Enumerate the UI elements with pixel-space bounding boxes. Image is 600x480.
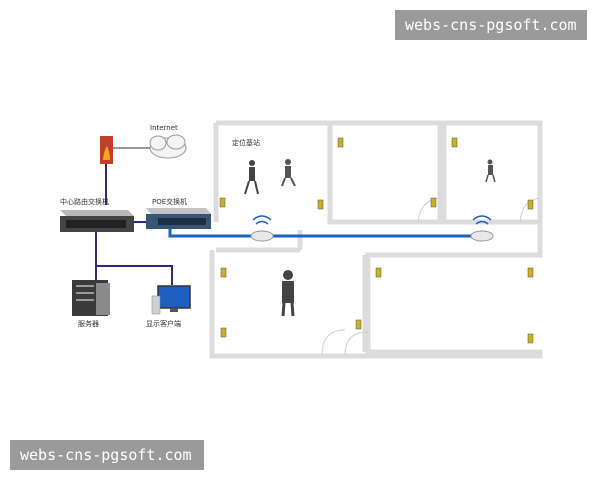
client-label: 显示客户端 <box>146 319 181 328</box>
server-icon <box>72 280 110 316</box>
core-switch-label: 中心路由交换机 <box>60 197 109 206</box>
watermark-bottom: webs-cns-pgsoft.com <box>10 440 204 470</box>
poe-switch-label: POE交换机 <box>152 197 187 206</box>
cloud-icon <box>149 134 187 159</box>
wired-links <box>95 232 173 285</box>
switch-icon <box>60 210 134 232</box>
network-link <box>168 229 484 238</box>
door-arcs <box>321 197 541 356</box>
monitor-icon <box>151 285 191 315</box>
person-icon <box>281 270 295 317</box>
access-point-icon <box>250 215 274 242</box>
poe-switch-icon <box>146 208 211 229</box>
watermark-top: webs-cns-pgsoft.com <box>395 10 587 40</box>
person-icon <box>485 159 496 183</box>
floor-plan <box>209 120 543 359</box>
person-icon <box>244 160 259 195</box>
firewall-icon <box>100 136 113 164</box>
server-label: 服务器 <box>78 319 99 328</box>
person-icon <box>281 159 296 187</box>
tag-icon <box>219 137 534 344</box>
beacon-label: 定位基站 <box>232 138 260 147</box>
access-point-icon <box>470 215 494 242</box>
internet-label: Internet <box>150 124 178 132</box>
